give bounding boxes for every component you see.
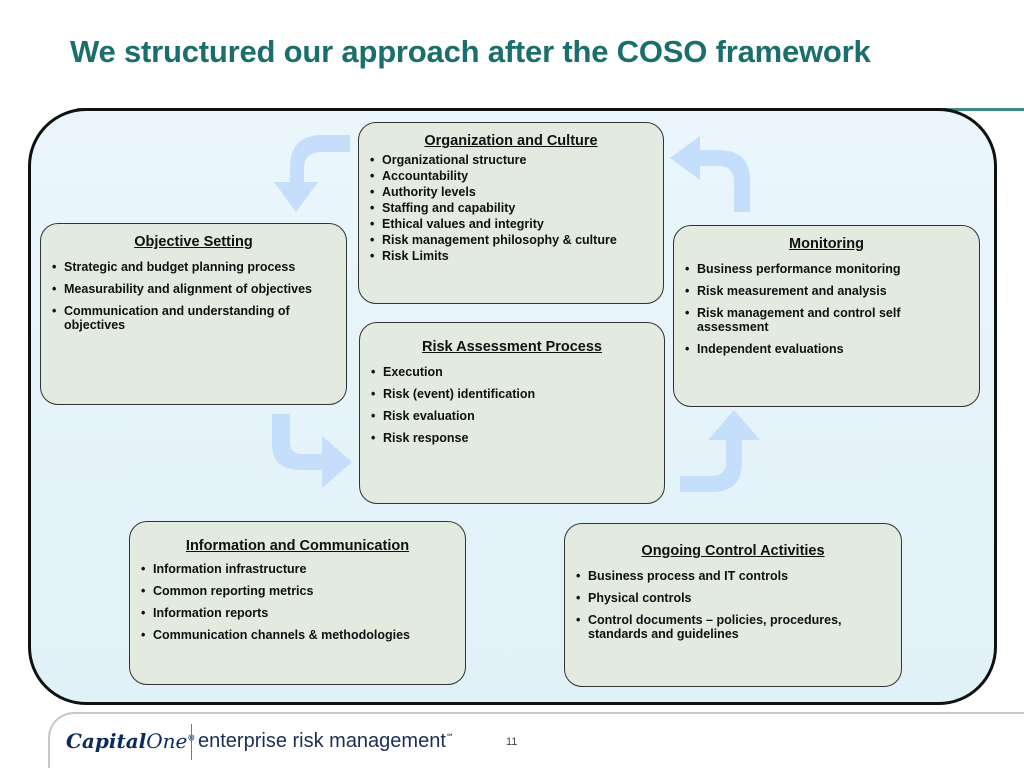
logo-divider	[191, 724, 192, 760]
information-communication-title: Information and Communication	[185, 538, 410, 554]
footer-tagline: enterprise risk management℠	[198, 730, 454, 753]
tagline-text: enterprise risk management	[198, 730, 446, 752]
list-item: Execution	[370, 365, 654, 379]
logo-one-text: One	[146, 729, 188, 753]
list-item: Physical controls	[575, 591, 891, 605]
objective-setting-box: Objective Setting Strategic and budget p…	[40, 223, 347, 405]
list-item: Control documents – policies, procedures…	[575, 613, 891, 641]
list-item: Measurability and alignment of objective…	[51, 282, 336, 296]
tagline-service-mark: ℠	[445, 732, 455, 742]
footer-border	[48, 712, 1024, 768]
organization-culture-list: Organizational structure Accountability …	[369, 153, 653, 263]
list-item: Ethical values and integrity	[369, 217, 653, 231]
slide-title: We structured our approach after the COS…	[70, 34, 871, 69]
monitoring-title: Monitoring	[789, 236, 864, 252]
objective-setting-list: Strategic and budget planning process Me…	[51, 260, 336, 332]
list-item: Independent evaluations	[684, 342, 969, 356]
list-item: Business performance monitoring	[684, 262, 969, 276]
page-number: 11	[506, 736, 518, 748]
list-item: Information reports	[140, 606, 455, 620]
information-communication-box: Information and Communication Informatio…	[129, 521, 466, 685]
organization-culture-title: Organization and Culture	[424, 133, 598, 149]
risk-assessment-title: Risk Assessment Process	[421, 339, 602, 355]
slide-footer: CapitalOne® enterprise risk management℠ …	[0, 712, 1024, 768]
ongoing-control-list: Business process and IT controls Physica…	[575, 569, 891, 641]
list-item: Business process and IT controls	[575, 569, 891, 583]
list-item: Organizational structure	[369, 153, 653, 167]
organization-culture-box: Organization and Culture Organizational …	[358, 122, 664, 304]
list-item: Risk measurement and analysis	[684, 284, 969, 298]
risk-assessment-box: Risk Assessment Process Execution Risk (…	[359, 322, 665, 504]
list-item: Risk response	[370, 431, 654, 445]
monitoring-list: Business performance monitoring Risk mea…	[684, 262, 969, 356]
list-item: Communication and understanding of objec…	[51, 304, 336, 332]
list-item: Accountability	[369, 169, 653, 183]
list-item: Common reporting metrics	[140, 584, 455, 598]
monitoring-box: Monitoring Business performance monitori…	[673, 225, 980, 407]
risk-assessment-list: Execution Risk (event) identification Ri…	[370, 365, 654, 445]
ongoing-control-box: Ongoing Control Activities Business proc…	[564, 523, 902, 687]
list-item: Risk management philosophy & culture	[369, 233, 653, 247]
list-item: Information infrastructure	[140, 562, 455, 576]
ongoing-control-title: Ongoing Control Activities	[641, 543, 825, 559]
information-communication-list: Information infrastructure Common report…	[140, 562, 455, 642]
list-item: Authority levels	[369, 185, 653, 199]
list-item: Communication channels & methodologies	[140, 628, 455, 642]
list-item: Staffing and capability	[369, 201, 653, 215]
list-item: Strategic and budget planning process	[51, 260, 336, 274]
objective-setting-title: Objective Setting	[134, 234, 253, 250]
list-item: Risk Limits	[369, 249, 653, 263]
logo-capital-text: Capital	[66, 729, 147, 753]
list-item: Risk (event) identification	[370, 387, 654, 401]
list-item: Risk evaluation	[370, 409, 654, 423]
capital-one-logo: CapitalOne®	[66, 729, 195, 753]
list-item: Risk management and control self assessm…	[684, 306, 969, 334]
